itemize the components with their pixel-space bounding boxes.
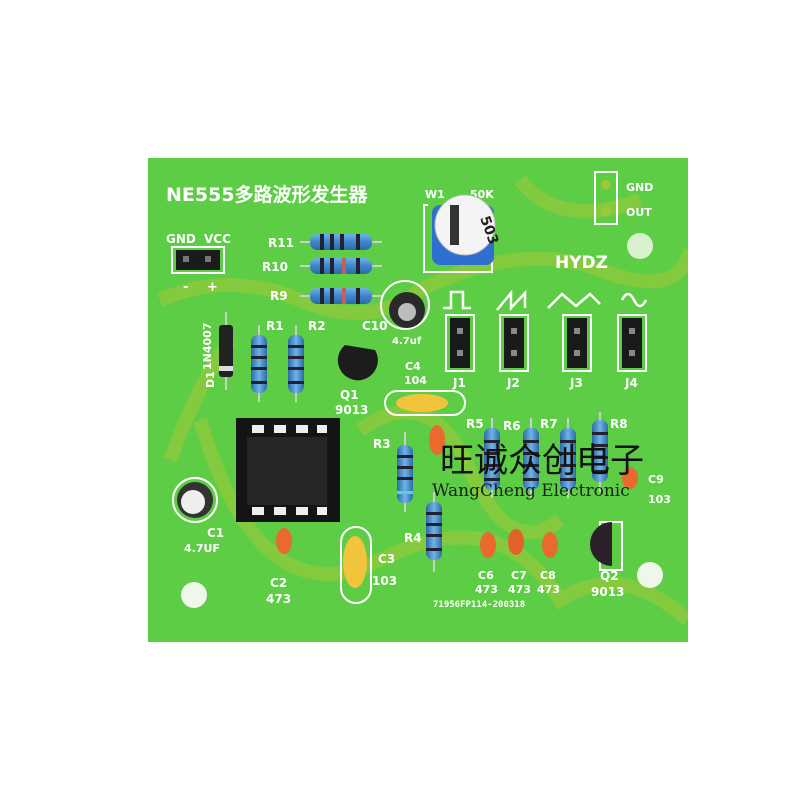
c1-value: 4.7UF xyxy=(184,542,220,555)
r7-label: R7 xyxy=(540,417,558,431)
resistor-r3 xyxy=(397,432,413,512)
capacitor-c9 xyxy=(622,467,638,489)
resistor-r11 xyxy=(300,234,382,250)
jumper-j4[interactable] xyxy=(617,314,647,372)
q1-part: 9013 xyxy=(335,403,368,417)
c6-value: 473 xyxy=(475,583,498,596)
power-header[interactable] xyxy=(176,250,220,270)
gnd-pad[interactable] xyxy=(601,180,611,190)
ne555-chip xyxy=(247,437,327,505)
resistor-r6 xyxy=(523,418,539,498)
capacitor-c7 xyxy=(508,529,524,555)
c9-value: 103 xyxy=(648,493,671,506)
pot-ref: W1 xyxy=(425,188,445,201)
watermark-en: WangCheng Electronic xyxy=(432,481,630,501)
copper-traces xyxy=(157,175,688,626)
capacitor-c6 xyxy=(480,532,496,558)
r9-label: R9 xyxy=(270,289,288,303)
out-gnd-label: GND xyxy=(626,181,653,194)
c10-label: C10 xyxy=(362,319,388,333)
capacitor-c2 xyxy=(276,528,292,554)
resistor-r5 xyxy=(484,418,500,498)
square-wave-icon xyxy=(443,290,471,310)
resistor-r4 xyxy=(426,492,442,572)
resistor-r9 xyxy=(300,288,382,304)
out-label: OUT xyxy=(626,206,652,219)
r6-label: R6 xyxy=(503,419,521,433)
sine-wave-icon xyxy=(620,292,648,308)
c6-label: C6 xyxy=(478,569,494,582)
mounting-hole xyxy=(637,562,663,588)
c7-value: 473 xyxy=(508,583,531,596)
r5-label: R5 xyxy=(466,417,484,431)
resistor-r1 xyxy=(251,325,267,402)
resistor-r8 xyxy=(592,412,608,492)
board-title: NE555多路波形发生器 xyxy=(166,183,369,206)
d1-label: D1 xyxy=(204,371,217,388)
diode-d1 xyxy=(219,325,233,377)
r8-label: R8 xyxy=(610,417,628,431)
capacitor-c3 xyxy=(343,536,367,588)
minus-label: - xyxy=(183,280,188,295)
j4-label: J4 xyxy=(624,376,638,390)
resistor-r2 xyxy=(288,325,304,402)
q1-label: Q1 xyxy=(340,388,359,402)
capacitor-c4 xyxy=(396,394,448,412)
jumper-j2[interactable] xyxy=(499,314,529,372)
capacitor-c8 xyxy=(542,532,558,558)
r10-label: R10 xyxy=(262,260,288,274)
c10-value: 4.7uf xyxy=(392,336,422,347)
j1-label: J1 xyxy=(452,376,466,390)
brand-label: HYDZ xyxy=(555,253,608,273)
sawtooth-wave-icon xyxy=(496,289,527,312)
d1-part: 1N4007 xyxy=(201,323,214,370)
out-pad[interactable] xyxy=(601,206,611,216)
r11-label: R11 xyxy=(268,236,294,250)
c8-label: C8 xyxy=(540,569,556,582)
c8-value: 473 xyxy=(537,583,560,596)
plus-label: + xyxy=(207,280,218,295)
c9-label: C9 xyxy=(648,473,664,486)
capacitor xyxy=(429,425,445,455)
c2-label: C2 xyxy=(270,576,287,590)
q2-label: Q2 xyxy=(600,569,619,583)
gnd-label: GND xyxy=(166,232,196,246)
j3-label: J3 xyxy=(569,376,583,390)
j2-label: J2 xyxy=(506,376,520,390)
transistor-q1 xyxy=(337,345,378,381)
r1-label: R1 xyxy=(266,319,284,333)
q2-part: 9013 xyxy=(591,585,624,599)
c1-label: C1 xyxy=(207,526,224,540)
c2-value: 473 xyxy=(266,592,291,606)
c4-label: C4 xyxy=(405,360,421,373)
triangle-wave-icon xyxy=(547,292,601,309)
jumper-j3[interactable] xyxy=(562,314,592,372)
mounting-hole xyxy=(181,582,207,608)
r2-label: R2 xyxy=(308,319,326,333)
c4-value: 104 xyxy=(404,374,427,387)
resistor-r7 xyxy=(560,418,576,498)
r3-label: R3 xyxy=(373,437,391,451)
c3-label: C3 xyxy=(378,552,395,566)
vcc-label: VCC xyxy=(204,232,231,246)
transistor-q2 xyxy=(590,522,612,566)
c3-value: 103 xyxy=(372,574,397,588)
resistor-r10 xyxy=(300,258,382,274)
board-code: 71956FP114-200318 xyxy=(433,600,525,610)
jumper-j1[interactable] xyxy=(445,314,475,372)
watermark-cn: 旺诚众创电子 xyxy=(440,441,644,481)
mounting-hole xyxy=(627,233,653,259)
r4-label: R4 xyxy=(404,531,422,545)
c7-label: C7 xyxy=(511,569,527,582)
